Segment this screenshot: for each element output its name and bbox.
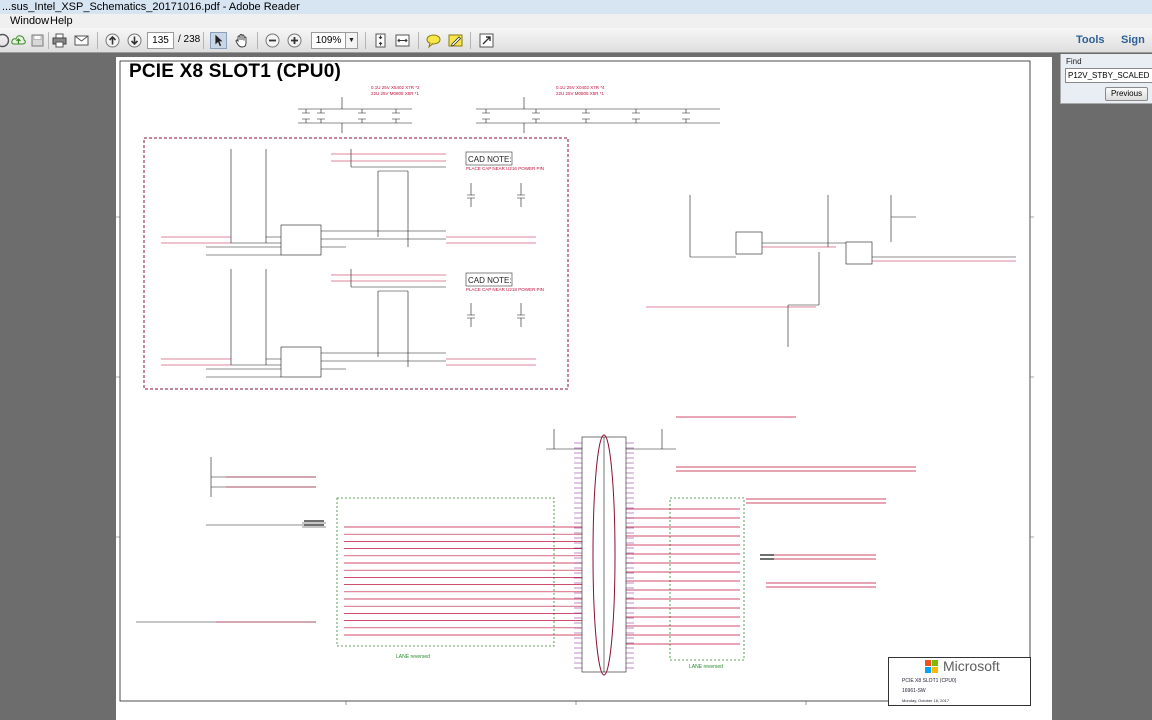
print-icon[interactable] [51, 32, 68, 49]
sign-pane-button[interactable]: Sign [1121, 34, 1145, 46]
diff-pairs-right [676, 416, 916, 588]
toolbar-separator [48, 32, 49, 49]
toolbar-separator [470, 32, 471, 49]
save-icon[interactable] [29, 32, 46, 49]
toolbar-separator [97, 32, 98, 49]
zoom-in-icon[interactable] [286, 32, 303, 49]
sheet-border [119, 60, 1031, 702]
cad-note-1-label: CAD NOTE: [468, 155, 512, 164]
next-page-icon[interactable] [126, 32, 143, 49]
zoom-input[interactable] [311, 32, 346, 49]
cad-note-1-text: PLACE CAP NEAR U216 POWER PIN [466, 166, 544, 171]
microsoft-logo-icon [925, 660, 939, 674]
title-block-doc-number: 16961-SW [902, 688, 926, 694]
i2c-nets-1 [161, 153, 536, 244]
toolbar-separator [203, 32, 204, 49]
toolbar-separator [365, 32, 366, 49]
toolbar-separator [418, 32, 419, 49]
hand-tool-icon[interactable] [233, 32, 250, 49]
i2c-nets-2 [161, 274, 536, 366]
menu-help[interactable]: Help [50, 15, 73, 27]
lane-nets-left [344, 526, 582, 636]
fit-page-icon[interactable] [372, 32, 389, 49]
find-label: Find [1066, 57, 1082, 66]
toolbar [0, 28, 1152, 53]
pcie-connector [546, 429, 676, 676]
highlight-icon[interactable] [447, 32, 464, 49]
power-circuit [689, 195, 1016, 347]
comment-icon[interactable] [425, 32, 442, 49]
find-previous-button[interactable]: Previous [1105, 87, 1148, 101]
company-name: Microsoft [943, 658, 1000, 674]
document-area[interactable]: 0.1U 25V X5402 X7R *2 22U 25V M0805 X5R … [0, 54, 1060, 720]
i2c-chip-2 [206, 269, 446, 378]
menu-window[interactable]: Window [10, 15, 50, 27]
zoom-out-icon[interactable] [264, 32, 281, 49]
sheet-title: PCIE X8 SLOT1 (CPU0) [129, 61, 341, 82]
cloud-icon[interactable] [10, 32, 27, 49]
toolbar-separator [257, 32, 258, 49]
power-nets [646, 246, 1016, 308]
left-signals [136, 457, 326, 623]
bus-arrows [304, 520, 774, 560]
select-tool-icon[interactable] [210, 32, 227, 49]
lane-nets-right [626, 508, 740, 645]
zone-ticks [116, 216, 1034, 705]
find-panel: Find Previous [1060, 54, 1152, 104]
connector-pins [574, 442, 634, 669]
cad-caps-2 [467, 303, 525, 327]
decoupling-caps-right [476, 97, 720, 133]
schematic-drawing: 0.1U 25V X5402 X7R *2 22U 25V M0805 X5R … [116, 60, 1034, 705]
decoupling-caps-left [298, 97, 412, 133]
title-bar: ...sus_Intel_XSP_Schematics_20171016.pdf… [0, 0, 1152, 14]
cad-caps-1 [467, 183, 525, 207]
i2c-chip-1 [206, 149, 446, 256]
create-icon[interactable] [0, 32, 11, 49]
zoom-dropdown-button[interactable]: ▼ [345, 32, 358, 49]
cap-note-1: 0.1U 25V X5402 X7R *2 [371, 85, 420, 90]
page-number-input[interactable] [147, 32, 174, 49]
page-total-label: / 238 [178, 34, 201, 45]
email-icon[interactable] [73, 32, 90, 49]
lane-reversed-right: LANE reversed [689, 664, 723, 670]
title-block-sheet-name: PCIE X8 SLOT1 (CPU0) [902, 678, 957, 684]
title-block-date: Monday, October 16, 2017 [902, 698, 950, 703]
cap-note-2: 0.1U 25V X0402 X7R *4 [556, 85, 605, 90]
cad-note-box-2 [465, 272, 513, 287]
pdf-page[interactable]: 0.1U 25V X5402 X7R *2 22U 25V M0805 X5R … [116, 57, 1052, 720]
menu-bar: Window Help [0, 14, 1152, 28]
previous-page-icon[interactable] [104, 32, 121, 49]
lane-box-right [669, 497, 745, 661]
cad-note-2-label: CAD NOTE: [468, 276, 512, 285]
title-block: Microsoft PCIE X8 SLOT1 (CPU0) 16961-SW … [888, 657, 1031, 706]
fit-width-icon[interactable] [394, 32, 411, 49]
left-signal-nets [216, 476, 316, 623]
tools-pane-button[interactable]: Tools [1076, 34, 1105, 46]
lane-box-left [336, 497, 555, 647]
i2c-dashed-box [143, 137, 569, 390]
fullscreen-icon[interactable] [478, 32, 495, 49]
find-input[interactable] [1065, 68, 1152, 83]
cap-note-1b: 22U 25V M0805 X5R *1 [371, 91, 420, 96]
lane-reversed-left: LANE reversed [396, 654, 430, 660]
cap-note-2b: 22U 25V M0805 X5R *1 [556, 91, 605, 96]
cad-note-box-1 [465, 151, 513, 166]
cad-note-2-text: PLACE CAP NEAR U218 POWER PIN [466, 287, 544, 292]
window-title: ...sus_Intel_XSP_Schematics_20171016.pdf… [2, 1, 300, 13]
